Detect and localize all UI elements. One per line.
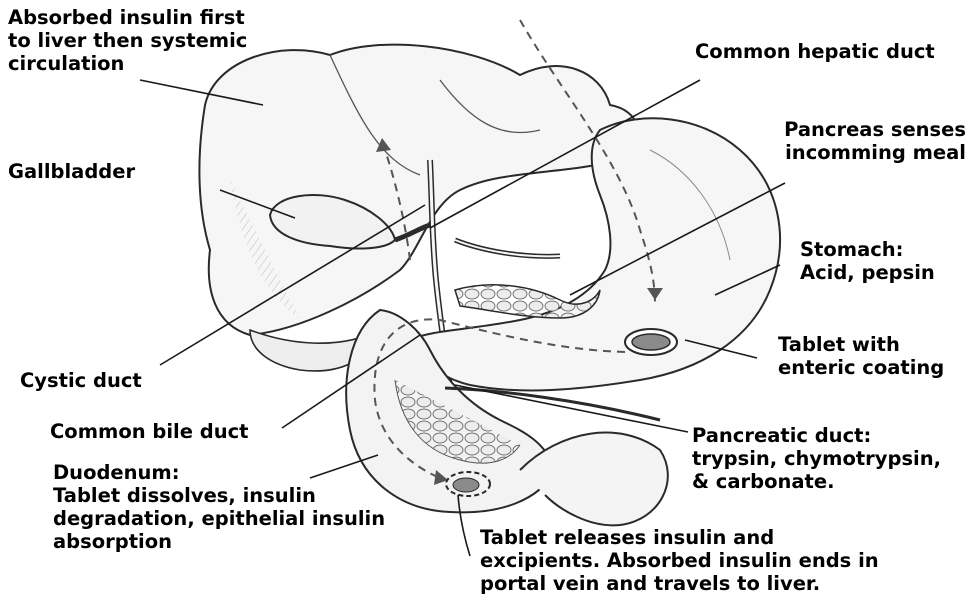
label-pancreatic-duct-line-3: & carbonate.: [692, 470, 941, 493]
label-duodenum-line-1: Duodenum:: [53, 461, 385, 484]
label-pancreatic-duct-line-2: trypsin, chymotrypsin,: [692, 447, 941, 470]
label-tablet-coating-line-2: enteric coating: [778, 356, 944, 379]
label-pancreatic-duct: Pancreatic duct: trypsin, chymotrypsin, …: [692, 424, 941, 493]
label-tablet-releases-line-3: portal vein and travels to liver.: [480, 572, 879, 595]
label-stomach-line-2: Acid, pepsin: [800, 261, 935, 284]
label-tablet-coating: Tablet with enteric coating: [778, 333, 944, 379]
label-common-hepatic-duct: Common hepatic duct: [695, 40, 935, 63]
label-pancreas-line-2: incomming meal: [784, 141, 966, 164]
label-absorbed-line-1: Absorbed insulin first: [8, 6, 247, 29]
liver-shape: [199, 45, 638, 335]
label-common-bile-line-1: Common bile duct: [50, 420, 248, 443]
label-tablet-coating-line-1: Tablet with: [778, 333, 944, 356]
dissolving-tablet-icon: [453, 478, 479, 492]
label-gallbladder-line-1: Gallbladder: [8, 160, 135, 183]
label-stomach-line-1: Stomach:: [800, 238, 935, 261]
label-absorbed-insulin: Absorbed insulin first to liver then sys…: [8, 6, 247, 75]
label-absorbed-line-3: circulation: [8, 52, 247, 75]
label-stomach: Stomach: Acid, pepsin: [800, 238, 935, 284]
label-duodenum-line-4: absorption: [53, 530, 385, 553]
label-tablet-releases: Tablet releases insulin and excipients. …: [480, 526, 879, 595]
label-cystic-line-1: Cystic duct: [20, 369, 142, 392]
label-tablet-releases-line-2: excipients. Absorbed insulin ends in: [480, 549, 879, 572]
label-duodenum-line-2: Tablet dissolves, insulin: [53, 484, 385, 507]
label-gallbladder: Gallbladder: [8, 160, 135, 183]
label-absorbed-line-2: to liver then systemic: [8, 29, 247, 52]
label-pancreas-line-1: Pancreas senses: [784, 118, 966, 141]
label-tablet-releases-line-1: Tablet releases insulin and: [480, 526, 879, 549]
label-duodenum: Duodenum: Tablet dissolves, insulin degr…: [53, 461, 385, 553]
label-pancreas: Pancreas senses incomming meal: [784, 118, 966, 164]
label-common-hepatic-line-1: Common hepatic duct: [695, 40, 935, 63]
label-cystic-duct: Cystic duct: [20, 369, 142, 392]
label-duodenum-line-3: degradation, epithelial insulin: [53, 507, 385, 530]
label-common-bile-duct: Common bile duct: [50, 420, 248, 443]
coated-tablet-icon: [632, 334, 670, 350]
label-pancreatic-duct-line-1: Pancreatic duct:: [692, 424, 941, 447]
